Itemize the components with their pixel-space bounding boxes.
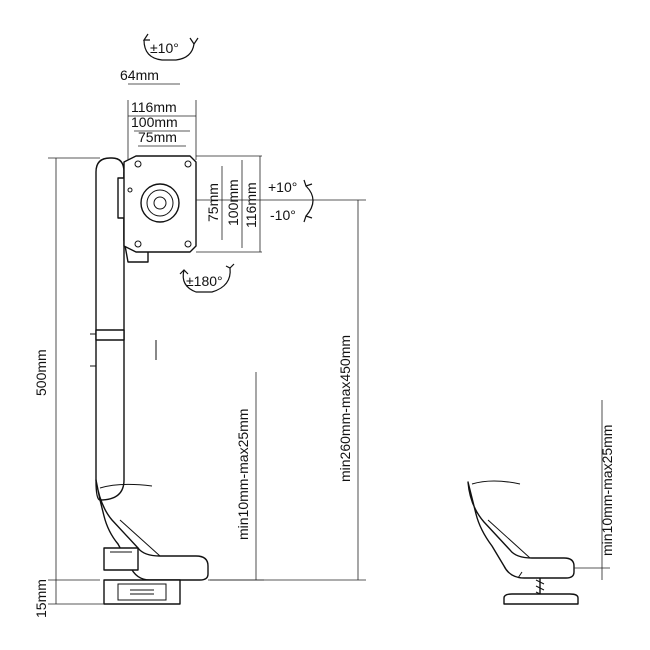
vesa-116-horizontal-label: 116mm <box>131 99 177 115</box>
head-bracket <box>117 155 197 263</box>
base-15-label: 15mm <box>33 579 49 618</box>
tilt-top-arc <box>143 39 195 61</box>
width-64-label: 64mm <box>120 67 159 83</box>
vesa-100-vertical-label: 100mm <box>225 179 241 226</box>
base-arm-right <box>467 480 579 605</box>
clamp-body <box>103 547 139 571</box>
rotate-180-label: ±180° <box>186 273 223 289</box>
rotation-arcs <box>142 33 314 293</box>
tilt-minus-label: -10° <box>270 207 296 223</box>
vesa-116-vertical-label: 116mm <box>243 182 259 228</box>
tilt-top-label: ±10° <box>150 40 179 56</box>
base-arm-left <box>95 479 209 605</box>
cable-clip <box>95 329 125 341</box>
vesa-100-horizontal-label: 100mm <box>131 114 178 130</box>
pole <box>90 157 157 501</box>
rotate-arc <box>182 267 231 293</box>
vesa-75-horizontal-label: 75mm <box>138 129 177 145</box>
dimension-lines <box>48 83 610 605</box>
vesa-75-vertical-label: 75mm <box>205 183 221 222</box>
tilt-side-arc <box>305 185 314 217</box>
clamp-foot <box>503 593 579 605</box>
clamp-range-left-label: min10mm-max25mm <box>235 409 251 540</box>
height-range-label: min260mm-max450mm <box>337 335 353 482</box>
clamp-base <box>103 579 181 605</box>
tilt-plus-label: +10° <box>268 179 297 195</box>
clamp-range-right-label: min10mm-max25mm <box>599 425 615 556</box>
height-500-label: 500mm <box>33 349 49 396</box>
